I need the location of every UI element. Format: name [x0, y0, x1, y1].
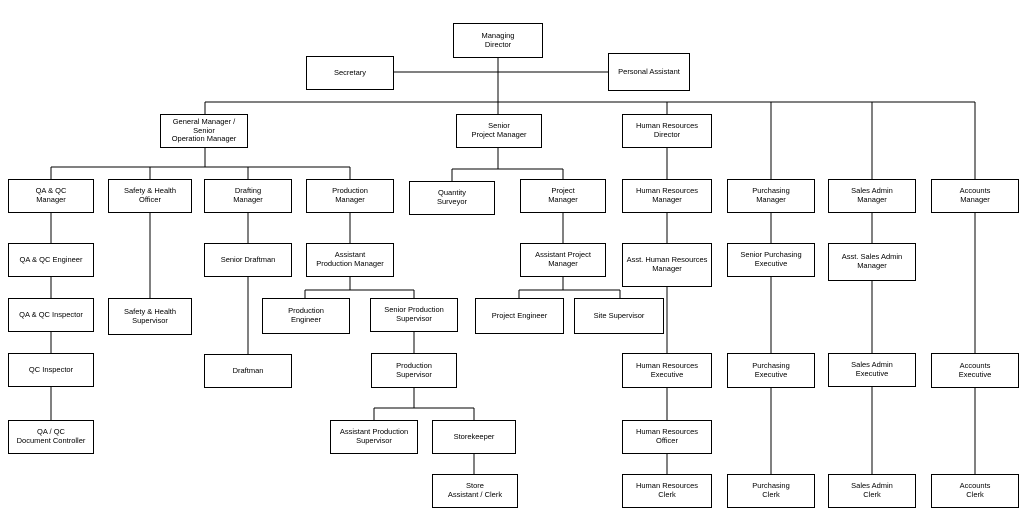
node-asst-sales-admin-manager: Asst. Sales Admin Manager: [828, 243, 916, 281]
node-production-engineer: Production Engineer: [262, 298, 350, 334]
node-accounts-clerk: Accounts Clerk: [931, 474, 1019, 508]
node-senior-draftman: Senior Draftman: [204, 243, 292, 277]
node-safety-health-officer: Safety & Health Officer: [108, 179, 192, 213]
node-accounts-manager: Accounts Manager: [931, 179, 1019, 213]
node-qa-qc-engineer: QA & QC Engineer: [8, 243, 94, 277]
node-hr-executive: Human Resources Executive: [622, 353, 712, 388]
node-draftman: Draftman: [204, 354, 292, 388]
node-project-engineer: Project Engineer: [475, 298, 564, 334]
node-personal-assistant: Personal Assistant: [608, 53, 690, 91]
node-qa-qc-inspector: QA & QC Inspector: [8, 298, 94, 332]
node-production-supervisor: Production Supervisor: [371, 353, 457, 388]
node-purchasing-executive: Purchasing Executive: [727, 353, 815, 388]
node-project-manager: Project Manager: [520, 179, 606, 213]
node-sales-admin-clerk: Sales Admin Clerk: [828, 474, 916, 508]
node-safety-health-supervisor: Safety & Health Supervisor: [108, 298, 192, 335]
node-general-manager: General Manager / Senior Operation Manag…: [160, 114, 248, 148]
node-senior-project-manager: Senior Project Manager: [456, 114, 542, 148]
node-assistant-project-manager: Assistant Project Manager: [520, 243, 606, 277]
node-qa-qc-manager: QA & QC Manager: [8, 179, 94, 213]
node-assistant-production-manager: Assistant Production Manager: [306, 243, 394, 277]
node-quantity-surveyor: Quantity Surveyor: [409, 181, 495, 215]
node-secretary: Secretary: [306, 56, 394, 90]
node-hr-clerk: Human Resources Clerk: [622, 474, 712, 508]
node-managing-director: Managing Director: [453, 23, 543, 58]
node-purchasing-clerk: Purchasing Clerk: [727, 474, 815, 508]
node-purchasing-manager: Purchasing Manager: [727, 179, 815, 213]
node-site-supervisor: Site Supervisor: [574, 298, 664, 334]
node-accounts-executive: Accounts Executive: [931, 353, 1019, 388]
node-hr-manager: Human Resources Manager: [622, 179, 712, 213]
node-qc-inspector: QC Inspector: [8, 353, 94, 387]
node-senior-production-supervisor: Senior Production Supervisor: [370, 298, 458, 332]
node-asst-hr-manager: Asst. Human Resources Manager: [622, 243, 712, 287]
node-hr-officer: Human Resources Officer: [622, 420, 712, 454]
node-assistant-production-supervisor: Assistant Production Supervisor: [330, 420, 418, 454]
node-sales-admin-executive: Sales Admin Executive: [828, 353, 916, 387]
node-store-assistant-clerk: Store Assistant / Clerk: [432, 474, 518, 508]
node-production-manager: Production Manager: [306, 179, 394, 213]
node-drafting-manager: Drafting Manager: [204, 179, 292, 213]
node-senior-purchasing-executive: Senior Purchasing Executive: [727, 243, 815, 277]
node-storekeeper: Storekeeper: [432, 420, 516, 454]
node-hr-director: Human Resources Director: [622, 114, 712, 148]
node-sales-admin-manager: Sales Admin Manager: [828, 179, 916, 213]
node-qa-qc-document-controller: QA / QC Document Controller: [8, 420, 94, 454]
